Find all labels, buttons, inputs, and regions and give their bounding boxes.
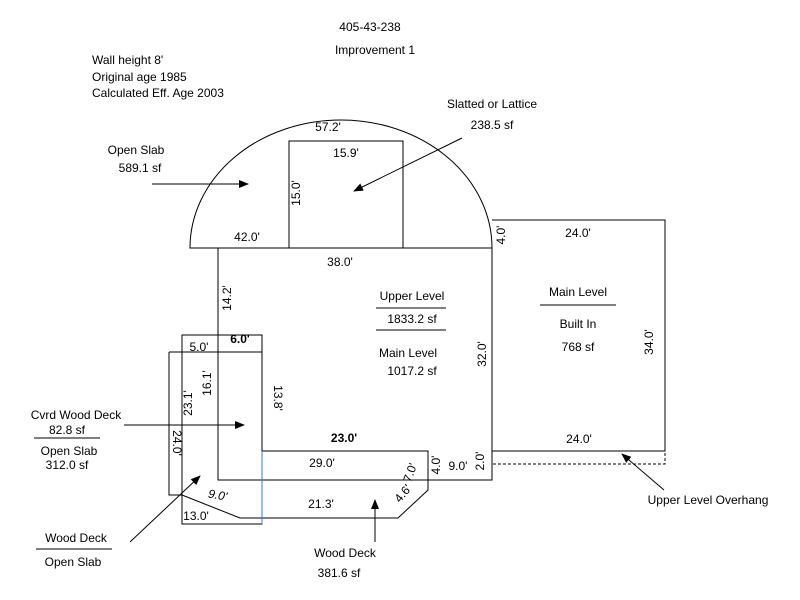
upper-level-name: Upper Level (380, 289, 445, 303)
parcel-id: 405-43-238 (339, 20, 401, 34)
wood-deck-bottom-name: Wood Deck (314, 546, 377, 560)
slatted-area-label: 238.5 sf (471, 118, 514, 132)
main-level-right-subname: Built In (560, 317, 597, 331)
overhang-name: Upper Level Overhang (648, 493, 769, 507)
dim-9-0-right: 9.0' (449, 459, 468, 473)
cvrd-deck-sub: Open Slab (41, 444, 98, 458)
dim-7-0: 7.0' (400, 461, 420, 484)
dim-2-0: 2.0' (473, 452, 487, 471)
cvrd-deck-name: Cvrd Wood Deck (31, 408, 122, 422)
original-age: Original age 1985 (92, 70, 187, 84)
cvrd-deck-sub-area: 312.0 sf (46, 458, 89, 472)
wood-deck-bottom-area: 381.6 sf (318, 566, 361, 580)
wood-deck-left-arrow (129, 475, 201, 543)
dim-14-2: 14.2' (220, 285, 234, 311)
dim-24-0-left: 24.0' (170, 430, 184, 456)
dim-38-0: 38.0' (327, 255, 353, 269)
cvrd-deck-rect (181, 334, 263, 525)
wood-deck-bottom-outline (181, 451, 429, 519)
wood-deck-left-sub: Open Slab (45, 555, 102, 569)
dim-57-2: 57.2' (315, 120, 341, 134)
dim-21-3: 21.3' (308, 497, 334, 511)
dim-16-1: 16.1' (200, 370, 214, 396)
dim-4-6: 4.6' (391, 482, 414, 506)
overhang-outline (492, 450, 666, 465)
upper-level-area: 1833.2 sf (387, 312, 437, 326)
dim-24-0-top: 24.0' (565, 226, 591, 240)
main-level-right-name: Main Level (549, 285, 607, 299)
dim-15-9: 15.9' (333, 146, 359, 160)
upper-level-outline (217, 247, 493, 481)
slatted-name: Slatted or Lattice (447, 97, 537, 111)
open-slab-arc (189, 119, 493, 249)
dim-13-0: 13.0' (183, 509, 209, 523)
dim-42-0: 42.0' (234, 230, 260, 244)
dim-4-0-mid: 4.0' (429, 456, 443, 475)
dim-23-1: 23.1' (181, 390, 195, 416)
dim-4-0-top: 4.0' (494, 226, 508, 245)
dim-23-0: 23.0' (331, 431, 357, 445)
wood-deck-left-name: Wood Deck (45, 531, 108, 545)
slatted-arrow (353, 137, 463, 192)
cvrd-deck-area: 82.8 sf (49, 423, 86, 437)
main-level-center-area: 1017.2 sf (387, 364, 437, 378)
overhang-arrow (621, 453, 665, 491)
dim-9-0-diag: 9.0' (207, 487, 229, 504)
dim-34-0: 34.0' (642, 329, 656, 355)
open-slab-top-name: Open Slab (108, 143, 165, 157)
dim-29-0: 29.0' (309, 456, 335, 470)
dim-6-0: 6.0' (230, 332, 250, 346)
calculated-eff-age: Calculated Eff. Age 2003 (92, 86, 224, 100)
improvement-label: Improvement 1 (335, 43, 415, 57)
wall-height: Wall height 8' (92, 53, 163, 67)
dim-5-0: 5.0' (190, 340, 209, 354)
dim-24-0-bottom: 24.0' (566, 432, 592, 446)
dim-32-0: 32.0' (475, 341, 489, 367)
open-slab-top-area: 589.1 sf (119, 161, 162, 175)
built-in-outline (492, 219, 666, 452)
dim-15-0: 15.0' (289, 180, 303, 206)
wood-deck-left-outline (168, 352, 182, 496)
main-level-center-name: Main Level (379, 346, 437, 360)
main-level-right-area: 768 sf (562, 340, 595, 354)
dim-13-8: 13.8' (271, 385, 285, 411)
